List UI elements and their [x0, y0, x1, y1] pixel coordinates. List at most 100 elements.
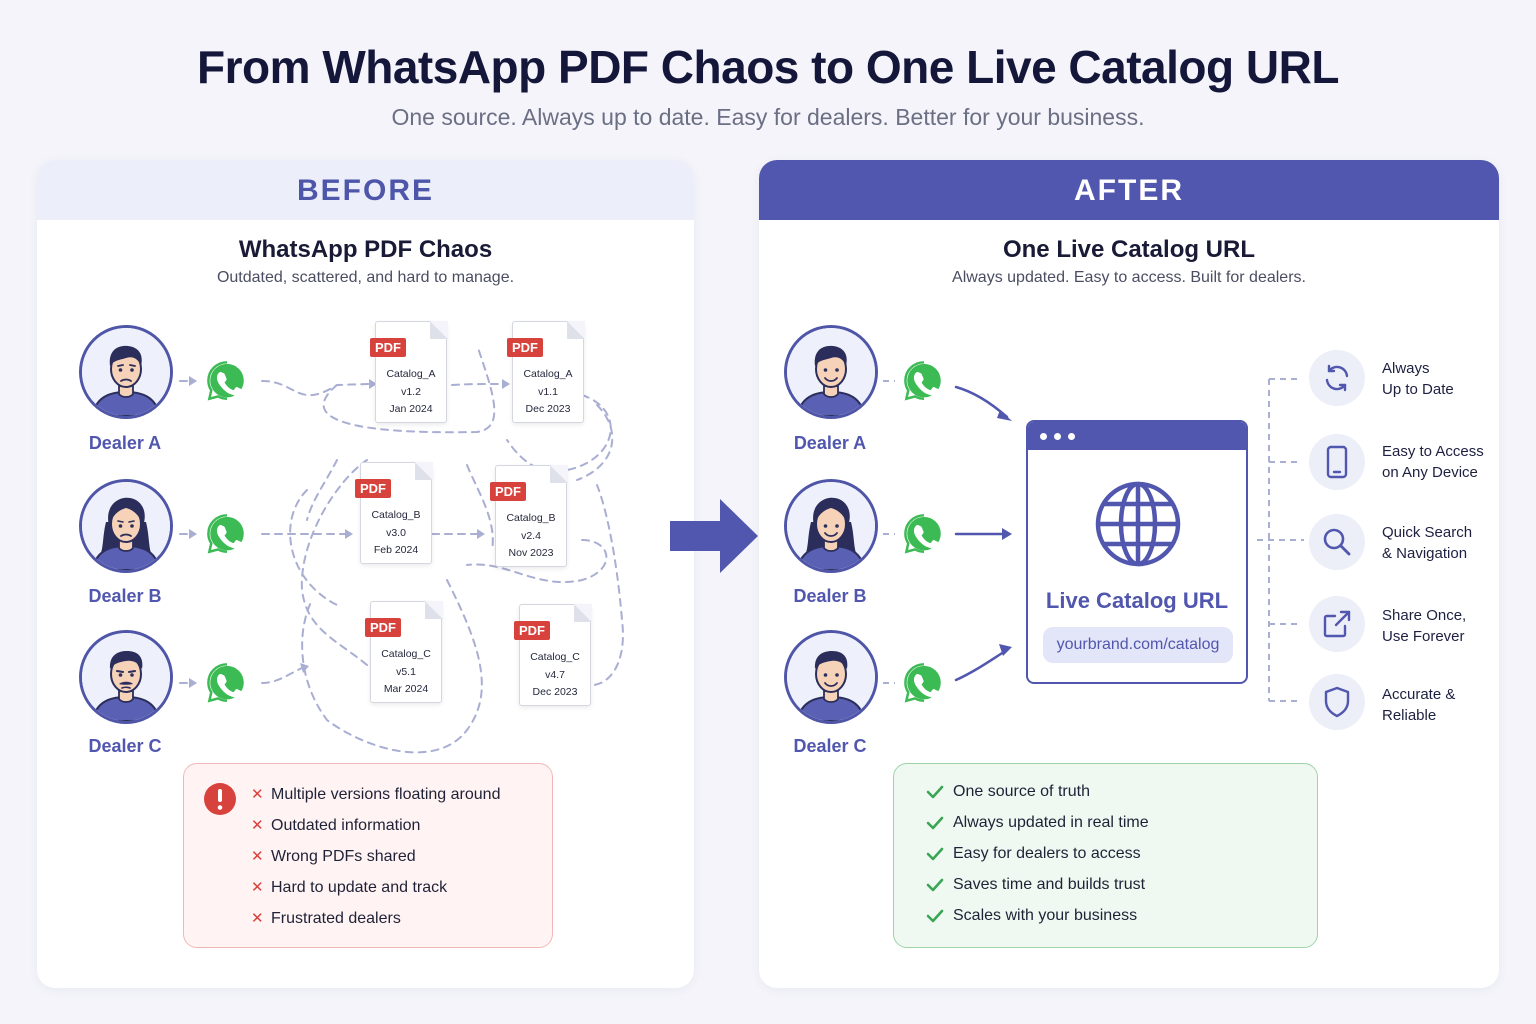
dealer-c-avatar [784, 630, 878, 724]
feature-line: & Navigation [1382, 545, 1468, 562]
feature-line: Always [1382, 360, 1430, 377]
benefit-text: Easy for dealers to access [953, 844, 1141, 862]
catalog-url-link[interactable]: yourbrand.com/catalog [1043, 627, 1233, 663]
shield-icon [1324, 686, 1350, 718]
refresh-icon [1325, 364, 1349, 392]
dealer-a-avatar [79, 325, 173, 419]
dealer-a-label: Dealer A [793, 433, 867, 453]
feature-line: Quick Search [1382, 524, 1473, 541]
check-icon [926, 847, 944, 860]
problem-text: Hard to update and track [271, 878, 448, 896]
dealer-c-label: Dealer C [88, 736, 162, 756]
x-icon: ✕ [251, 816, 264, 834]
before-header: BEFORE [37, 160, 694, 220]
check-icon [926, 878, 944, 891]
doc-date: Nov 2023 [508, 547, 554, 559]
window-dot [1040, 433, 1047, 440]
doc-version: v2.4 [521, 529, 541, 542]
problem-text: Multiple versions floating around [271, 785, 501, 803]
doc-name: Catalog_B [506, 512, 556, 524]
doc-name: Catalog_A [386, 368, 436, 380]
feature-text: Share Once,Use Forever [1382, 605, 1466, 647]
list-item: Scales with your business [926, 900, 1149, 931]
benefits-list: One source of truth Always updated in re… [926, 776, 1149, 931]
feature-line: Accurate & [1382, 686, 1456, 703]
x-icon: ✕ [251, 909, 264, 927]
x-icon: ✕ [251, 785, 264, 803]
doc-date: Mar 2024 [383, 683, 429, 695]
doc-name: Catalog_C [530, 651, 580, 663]
list-item: Saves time and builds trust [926, 869, 1149, 900]
browser-bar [1028, 422, 1246, 450]
live-catalog-browser: Live Catalog URL yourbrand.com/catalog [1026, 420, 1248, 684]
feature-line: Up to Date [1382, 381, 1454, 398]
after-title: One Live Catalog URL [1002, 236, 1256, 263]
dealer-a-label: Dealer A [88, 433, 162, 453]
pdf-badge: PDF [514, 621, 550, 640]
page-title: From WhatsApp PDF Chaos to One Live Cata… [197, 41, 1339, 93]
doc-version: v1.2 [401, 385, 421, 398]
x-icon: ✕ [251, 878, 264, 896]
before-panel: BEFORE WhatsApp PDF Chaos Outdated, scat… [37, 160, 694, 988]
page-subtitle: One source. Always up to date. Easy for … [391, 104, 1145, 130]
benefit-text: Saves time and builds trust [953, 875, 1146, 893]
problems-list: ✕ Multiple versions floating around ✕ Outd… [251, 779, 500, 934]
list-item: Always updated in real time [926, 807, 1149, 838]
window-dot [1068, 433, 1075, 440]
feature-device [1309, 434, 1365, 490]
alert-icon [204, 783, 236, 815]
benefits-box: One source of truth Always updated in re… [893, 763, 1318, 948]
after-panel: AFTER One Live Catalog URL Always update… [759, 160, 1499, 988]
list-item: ✕ Wrong PDFs shared [251, 841, 500, 872]
after-header: AFTER [759, 160, 1499, 220]
doc-name: Catalog_A [523, 368, 573, 380]
doc-date: Feb 2024 [373, 544, 419, 556]
list-item: One source of truth [926, 776, 1149, 807]
phone-icon [1326, 445, 1348, 479]
feature-line: Easy to Access [1382, 443, 1484, 460]
dealer-b-avatar [79, 479, 173, 573]
list-item: ✕ Multiple versions floating around [251, 779, 500, 810]
feature-share [1309, 596, 1365, 652]
doc-version: v4.7 [545, 668, 565, 681]
list-item: ✕ Frustrated dealers [251, 903, 500, 934]
problem-text: Frustrated dealers [271, 909, 401, 927]
doc-version: v1.1 [538, 385, 558, 398]
doc-name: Catalog_C [381, 648, 431, 660]
feature-refresh [1309, 350, 1365, 406]
whatsapp-icon [204, 358, 250, 404]
after-subtitle: Always updated. Easy to access. Built fo… [952, 269, 1306, 286]
dealer-b-label: Dealer B [793, 586, 867, 606]
feature-line: Share Once, [1382, 607, 1467, 624]
transition-arrow-icon [670, 499, 758, 573]
dealer-c-avatar [79, 630, 173, 724]
whatsapp-icon [901, 511, 947, 557]
check-icon [926, 816, 944, 829]
x-icon: ✕ [251, 847, 264, 865]
feature-text: Accurate &Reliable [1382, 684, 1455, 726]
problem-text: Outdated information [271, 816, 421, 834]
benefit-text: One source of truth [953, 782, 1090, 800]
doc-date: Dec 2023 [525, 403, 571, 415]
live-catalog-label: Live Catalog URL [1045, 588, 1229, 613]
window-dot [1054, 433, 1061, 440]
problem-text: Wrong PDFs shared [271, 847, 416, 865]
dealer-b-avatar [784, 479, 878, 573]
pdf-badge: PDF [365, 618, 401, 637]
list-item: Easy for dealers to access [926, 838, 1149, 869]
whatsapp-icon [204, 660, 250, 706]
doc-version: v5.1 [396, 665, 416, 678]
dealer-b-label: Dealer B [88, 586, 162, 606]
doc-date: Dec 2023 [532, 686, 578, 698]
check-icon [926, 909, 944, 922]
dealer-c-label: Dealer C [793, 736, 867, 756]
whatsapp-icon [901, 358, 947, 404]
before-title: WhatsApp PDF Chaos [238, 236, 493, 263]
pdf-badge: PDF [370, 338, 406, 357]
share-icon [1323, 610, 1351, 638]
feature-search [1309, 514, 1365, 570]
problems-box: ✕ Multiple versions floating around ✕ Outd… [183, 763, 553, 948]
